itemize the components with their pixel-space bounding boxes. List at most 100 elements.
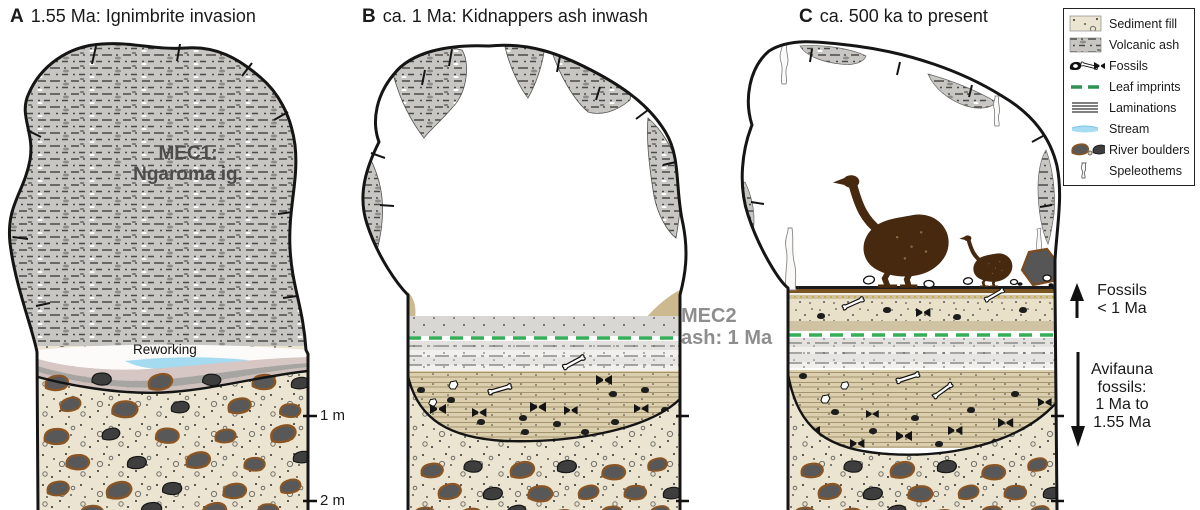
peb-icon: [817, 313, 825, 319]
speleothem-wisp: [1036, 227, 1042, 251]
bldr-icon: [214, 428, 237, 444]
erosion-contact-b: [406, 375, 681, 443]
bldr-icon: [110, 398, 140, 420]
stream-icon: [1071, 125, 1099, 132]
panel-c-art: [740, 40, 1085, 510]
stalactite: [993, 95, 1000, 127]
bldrD-icon: [126, 455, 147, 470]
peb-icon: [581, 429, 589, 435]
peb-icon: [611, 419, 619, 425]
bldr-icon: [222, 482, 248, 500]
legend-row-speleothems: Speleothems: [1069, 160, 1191, 181]
peb-icon: [519, 415, 527, 421]
bldrD-icon: [482, 486, 503, 501]
cave-outline-c: [740, 40, 1062, 510]
depth-label-2m: 2 m: [320, 492, 346, 509]
legend-row-volcanic-ash: Volcanic ash: [1069, 34, 1191, 55]
panel-b-letter: B: [362, 6, 376, 27]
peb-icon: [1019, 307, 1027, 313]
depth-label-1m: 1 m: [320, 407, 346, 424]
mec2-label: MEC2 ash: 1 Ma: [681, 305, 773, 350]
legend-label: Leaf imprints: [1109, 79, 1181, 94]
mec1-label: MEC1: Ngaroma ig.: [133, 143, 243, 186]
bldr-icon: [600, 462, 627, 482]
bldr-icon: [46, 480, 70, 497]
cave-outline-b: [361, 43, 688, 510]
legend-row-river-boulders: River boulders: [1069, 139, 1191, 160]
depth-ticks-c: [1051, 414, 1064, 503]
legend-label: Stream: [1109, 121, 1150, 136]
peb-icon: [477, 419, 485, 425]
peb-icon: [521, 429, 529, 435]
erosion-contact-a: [37, 369, 309, 394]
peb-icon: [799, 373, 807, 379]
depth-ticks-b: [676, 414, 689, 503]
cave-outline-a: [7, 42, 310, 510]
wall-hatch-ticks-c: [750, 48, 1053, 208]
bldr-icon: [64, 452, 91, 472]
peb-icon: [417, 387, 425, 393]
speleothems-icon: [1080, 162, 1087, 178]
stalactite: [779, 43, 789, 85]
river-boulders-icon: [1071, 142, 1105, 155]
legend-row-stream: Stream: [1069, 118, 1191, 139]
peb-icon: [953, 314, 961, 320]
reworking-lower-band: [38, 367, 308, 393]
young-fossil-layer-c: [788, 299, 1057, 321]
peb-icon: [447, 397, 455, 403]
legend-label: River boulders: [1109, 142, 1190, 157]
peb-icon: [609, 391, 617, 397]
legend-row-fossils: Fossils: [1069, 55, 1191, 76]
panel-a-art: [7, 42, 317, 510]
ignimbrite-fill: [9, 43, 309, 356]
shellW-icon: [840, 381, 850, 390]
wall-hatch-ticks-b: [370, 48, 677, 207]
bldr-icon: [800, 462, 824, 479]
peb-icon: [869, 428, 877, 434]
panel-c-letter: C: [799, 6, 813, 27]
leaf-imprints-icon: [1071, 84, 1099, 89]
fossils-annotation: Fossils < 1 Ma: [1097, 282, 1147, 317]
up-arrowhead-icon: [1070, 283, 1084, 301]
legend-row-sediment-fill: Sediment fill: [1069, 13, 1191, 34]
peb-icon: [1011, 391, 1019, 397]
bldrD-icon: [170, 400, 190, 414]
legend-label: Speleothems: [1109, 163, 1182, 178]
bldrD-icon: [936, 459, 957, 474]
peb-icon: [831, 409, 839, 415]
legend-label: Volcanic ash: [1109, 37, 1180, 52]
panel-c-title-text: ca. 500 ka to present: [819, 6, 988, 26]
bldr-icon: [420, 462, 444, 479]
shellW-icon: [448, 380, 459, 390]
panel-b-art: [361, 43, 689, 510]
bldr-icon: [154, 425, 181, 446]
depth-ticks-a: [303, 414, 317, 503]
cave-floor-crust: [788, 286, 1057, 289]
reworking-label: Reworking: [133, 342, 197, 357]
laminations-icon: [1072, 101, 1098, 113]
peb-icon: [935, 441, 943, 447]
stalagmite: [785, 227, 797, 291]
bldrD-icon: [556, 459, 577, 474]
legend: Sediment fill Volcanic ash Fossils Leaf …: [1063, 8, 1195, 186]
erosion-contact-c: [786, 373, 1056, 456]
shellW-icon: [820, 394, 831, 404]
bldr-icon: [43, 426, 71, 447]
bldrD-icon: [862, 486, 883, 501]
bldr-icon: [980, 462, 1007, 482]
sediment-fill-swatch-icon: [1069, 15, 1102, 31]
peb-icon: [967, 407, 975, 413]
wall-hatch-ticks-a: [12, 43, 298, 307]
bldr-icon: [1003, 483, 1028, 502]
bldrD-icon: [1042, 486, 1060, 500]
avifauna-annotation: Avifauna fossils: 1 Ma to 1.55 Ma: [1091, 361, 1153, 431]
bldr-icon: [278, 401, 303, 420]
panel-b-title-text: ca. 1 Ma: Kidnappers ash inwash: [382, 6, 648, 26]
peb-icon: [641, 387, 649, 393]
bldr-icon: [623, 483, 648, 502]
fossil-eggs: [862, 274, 1052, 289]
